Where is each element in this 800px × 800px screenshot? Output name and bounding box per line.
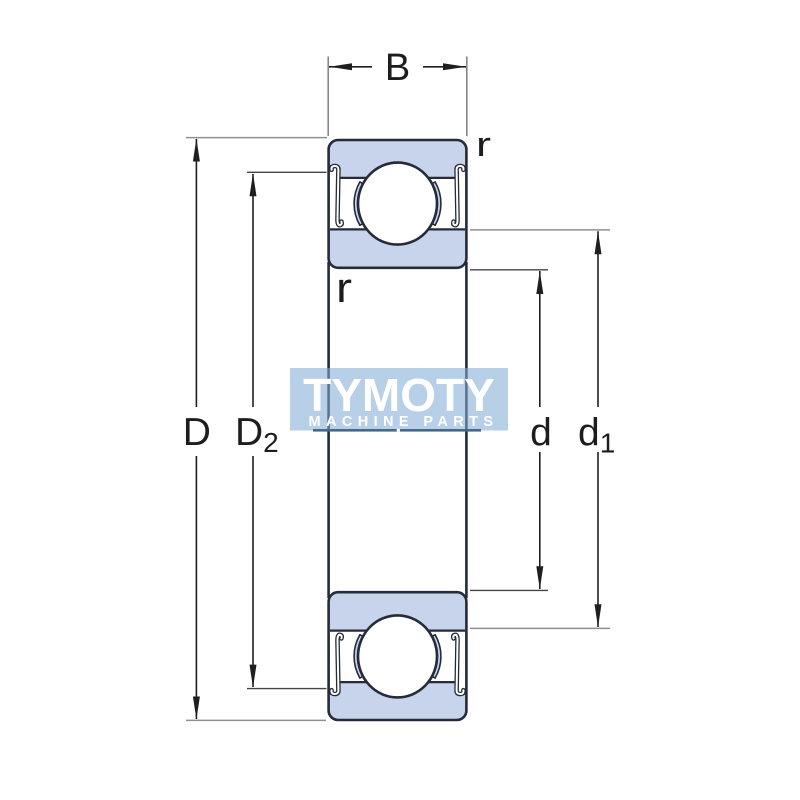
svg-text:r: r	[476, 126, 491, 164]
svg-text:r: r	[336, 264, 352, 311]
svg-text:D2: D2	[235, 411, 279, 458]
svg-text:d: d	[530, 412, 552, 455]
svg-text:D: D	[183, 411, 211, 454]
svg-text:B: B	[385, 47, 410, 89]
svg-text:TYMOTY: TYMOTY	[303, 369, 495, 421]
svg-text:MACHINE PARTS: MACHINE PARTS	[309, 414, 499, 430]
svg-text:d1: d1	[578, 412, 615, 459]
